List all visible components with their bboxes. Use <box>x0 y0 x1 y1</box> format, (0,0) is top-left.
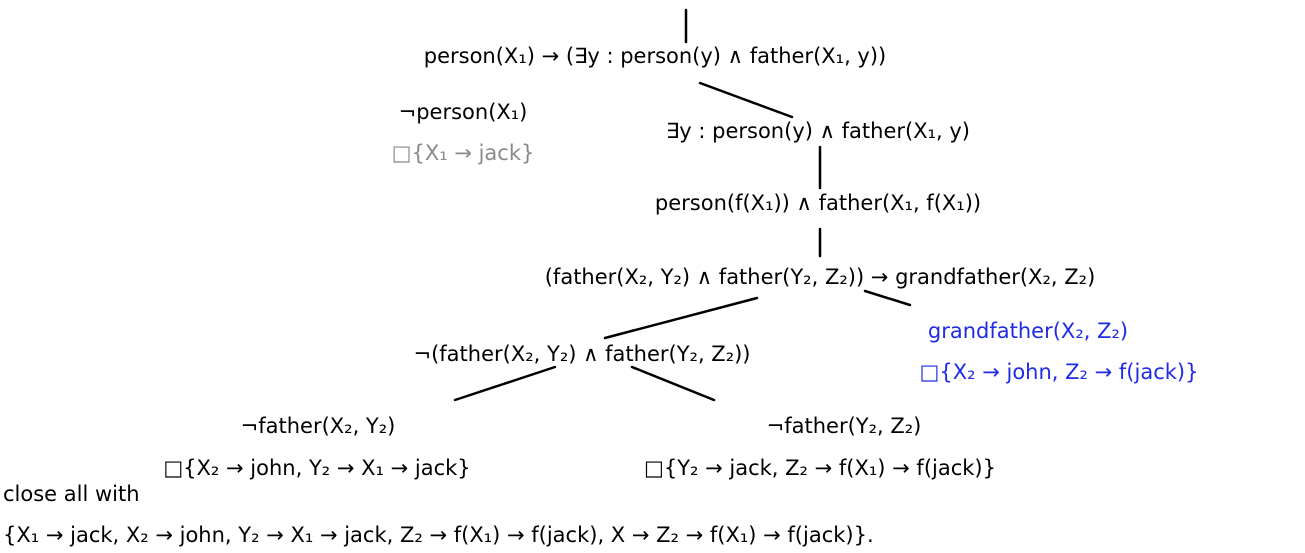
neg-father1-closed: □{X₂ → john, Y₂ → X₁ → jack} <box>163 456 471 480</box>
neg-conjunction-node: ¬(father(X₂, Y₂) ∧ father(Y₂, Z₂)) <box>413 342 751 366</box>
edge-rule-negconj <box>603 296 759 340</box>
edge-root-exists <box>698 81 794 119</box>
edge-negconj-negfather2 <box>630 365 716 402</box>
neg-person-node: ¬person(X₁) <box>398 100 528 124</box>
close-all-label: close all with <box>3 482 140 506</box>
grandfather-closed: □{X₂ → john, Z₂ → f(jack)} <box>919 360 1199 384</box>
root-formula: person(X₁) → (∃y : person(y) ∧ father(X₁… <box>423 44 887 68</box>
grandfather-node: grandfather(X₂, Z₂) <box>927 319 1129 343</box>
edge-rule-grandfather <box>863 289 912 307</box>
neg-father2-node: ¬father(Y₂, Z₂) <box>766 414 922 438</box>
skolem-node: person(f(X₁)) ∧ father(X₁, f(X₁)) <box>654 191 982 215</box>
neg-father1-node: ¬father(X₂, Y₂) <box>240 414 396 438</box>
exists-node: ∃y : person(y) ∧ father(X₁, y) <box>666 119 970 143</box>
rule-node: (father(X₂, Y₂) ∧ father(Y₂, Z₂)) → gran… <box>544 265 1096 289</box>
edge-negconj-negfather1 <box>453 365 557 402</box>
closing-substitution: {X₁ → jack, X₂ → john, Y₂ → X₁ → jack, Z… <box>3 523 874 547</box>
neg-person-closed: □{X₁ → jack} <box>391 141 535 165</box>
neg-father2-closed: □{Y₂ → jack, Z₂ → f(X₁) → f(jack)} <box>644 456 996 480</box>
